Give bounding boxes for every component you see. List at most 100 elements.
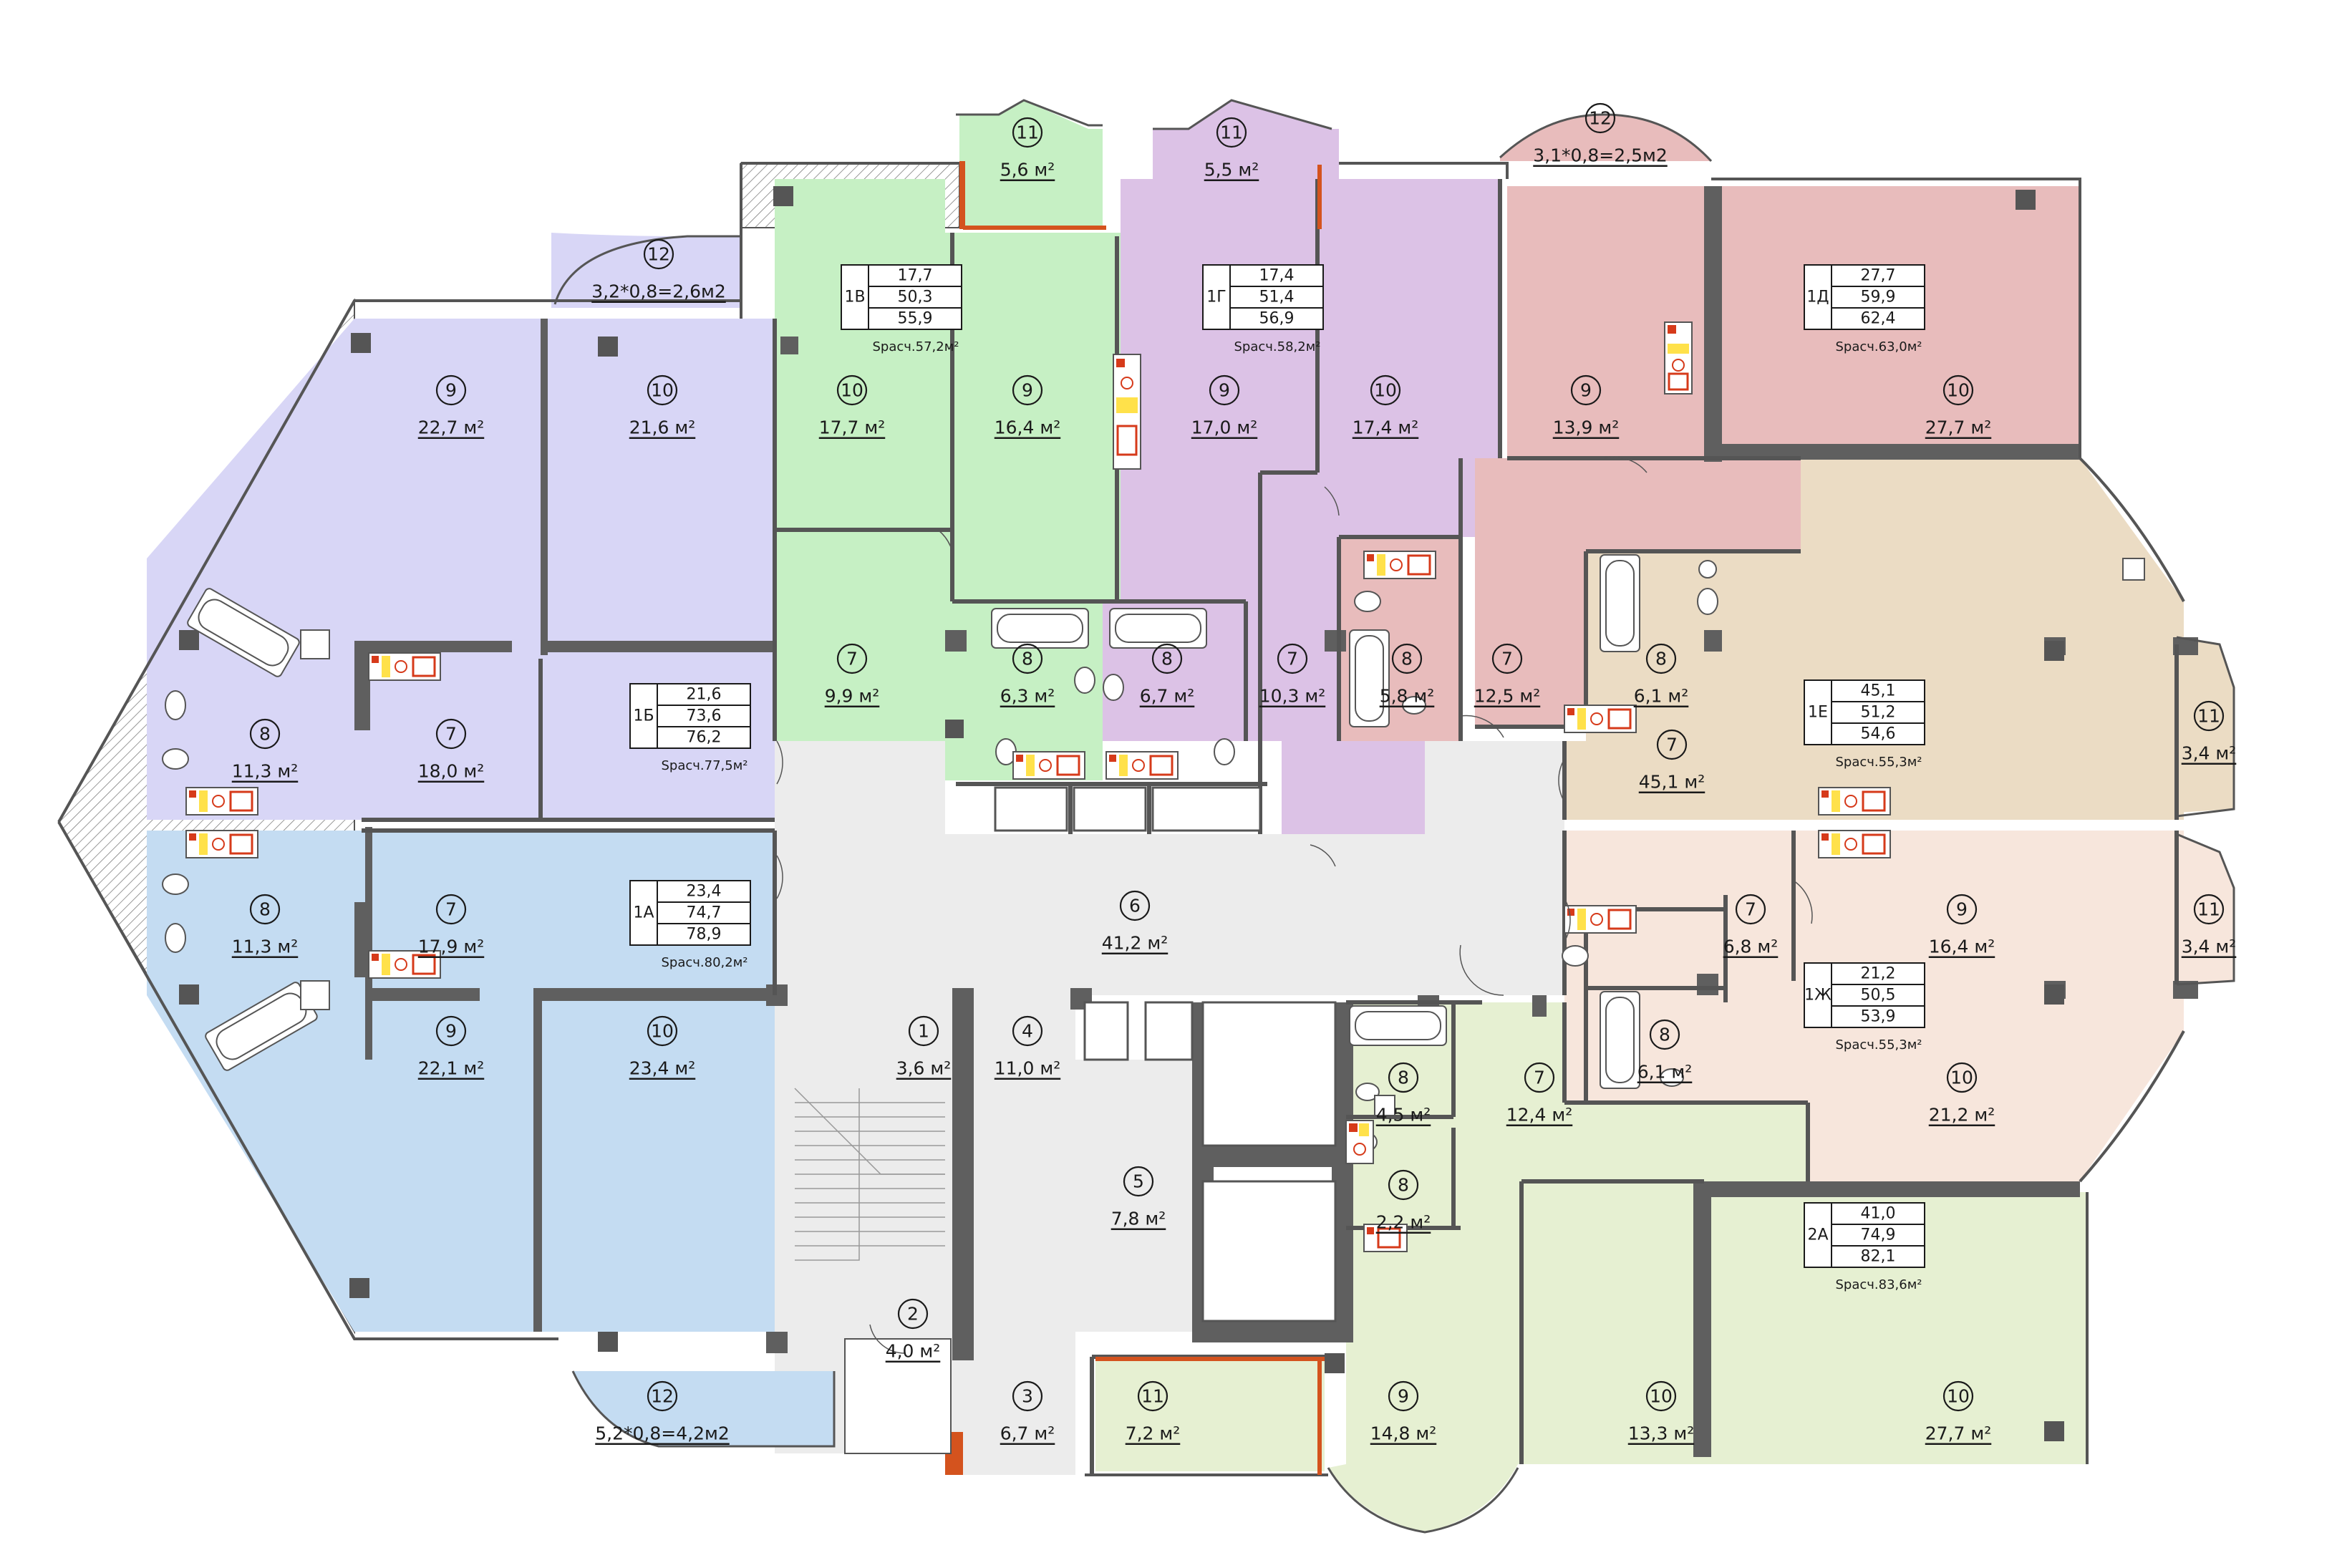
room-number-circle [435, 894, 467, 925]
room-area: 27,7 м² [1925, 417, 1992, 438]
room-number-circle [643, 238, 674, 270]
columns [179, 186, 2064, 1441]
outer-walls [57, 162, 2185, 1476]
room-area: 3,2*0,8=2,6м2 [591, 281, 726, 302]
apartment-area-value: 17,7 [898, 267, 933, 285]
room-number: 7 [1287, 649, 1298, 669]
apartment-id: 1Д [1806, 289, 1829, 306]
room-label: 811,3 м² [232, 894, 298, 957]
room-number-circle [1388, 1062, 1419, 1093]
apartment-area-value: 59,9 [1861, 289, 1896, 306]
room-number-circle [1209, 374, 1240, 406]
room-number: 1 [918, 1021, 929, 1042]
room-label: 86,1 м² [1637, 1019, 1693, 1083]
room-area: 13,9 м² [1553, 417, 1620, 438]
apartment-id: 1Б [633, 707, 654, 725]
room-number-circle [647, 1015, 678, 1047]
room-number: 8 [1401, 649, 1413, 669]
room-number: 10 [1650, 1386, 1673, 1407]
room-number: 4 [1022, 1021, 1033, 1042]
apartment-area-value: 51,2 [1861, 704, 1896, 722]
apartment-area-value: 62,4 [1861, 310, 1896, 328]
apartment-card-frame [1804, 962, 1925, 1028]
room-number-circle [1946, 894, 1978, 925]
room-label: 113,4 м² [2182, 700, 2237, 764]
room-label: 7 12,4 м² [1506, 1062, 1573, 1126]
apartment-area-value: 41,0 [1861, 1205, 1896, 1223]
room-number: 9 [1956, 899, 1968, 920]
room-area: 6,1 м² [1637, 1062, 1693, 1083]
room-area: 18,0 м² [418, 761, 485, 782]
room-number: 7 [1534, 1068, 1545, 1088]
room-number: 8 [259, 899, 271, 920]
room-area: 12,4 м² [1506, 1105, 1573, 1126]
room-label: 717,9 м² [418, 894, 484, 957]
room-number-circle [1137, 1380, 1168, 1412]
room-number: 7 [1666, 735, 1678, 755]
room-area: 3,4 м² [2182, 743, 2237, 764]
room-number-circle [647, 374, 678, 406]
room-number: 3 [1022, 1386, 1033, 1407]
apartment-area-value: 74,9 [1861, 1226, 1896, 1244]
room-label: 117,2 м² [1126, 1380, 1180, 1444]
apartment-area-value: 50,5 [1861, 987, 1896, 1005]
room-number: 10 [651, 1021, 674, 1042]
room-label: 710,3 м² [1259, 643, 1325, 707]
room-area: 3,4 м² [2182, 937, 2237, 957]
room-number: 8 [1022, 649, 1033, 669]
room-number-circle [1388, 1169, 1419, 1201]
room-area: 21,6 м² [629, 417, 696, 438]
room-area: 5,2*0,8=4,2м2 [595, 1423, 730, 1444]
room-number: 8 [1161, 649, 1173, 669]
room-number-circle [1388, 1380, 1419, 1412]
room-area: 22,7 м² [418, 417, 485, 438]
apartment-card-frame [1804, 679, 1925, 745]
apartment-calc-area: Sрасч.77,5м² [661, 758, 747, 773]
room-number: 8 [1655, 649, 1667, 669]
apartment-card-frame [841, 264, 962, 330]
apartment-area-value: 53,9 [1861, 1008, 1896, 1026]
room-area: 6,1 м² [1634, 686, 1689, 707]
room-label: 8 6,3 м² [1000, 643, 1055, 707]
room-number: 11 [1141, 1386, 1164, 1407]
room-area: 6,3 м² [1000, 686, 1055, 707]
room-label: 13,6 м² [896, 1015, 951, 1079]
room-number: 2 [907, 1304, 919, 1325]
room-label: 125,2*0,8=4,2м2 [595, 1380, 730, 1444]
apartment-area-value: 54,6 [1861, 725, 1896, 743]
room-area: 3,1*0,8=2,5м2 [1533, 145, 1668, 166]
apartment-cards: 1А23,474,778,9Sрасч.80,2м²1Б21,673,676,2… [629, 264, 1925, 1292]
room-number-circle [2193, 700, 2225, 732]
room-area: 5,8 м² [1380, 686, 1435, 707]
room-number-circle [1012, 117, 1043, 148]
room-label: 82,2 м² [1376, 1169, 1431, 1233]
room-number: 12 [647, 244, 670, 265]
ventilation-shafts [185, 321, 1891, 1252]
bathtub-1a [205, 982, 318, 1071]
room-number-circle [908, 1015, 939, 1047]
room-number: 6 [1129, 896, 1141, 916]
room-number: 12 [1589, 108, 1612, 129]
room-area: 17,7 м² [819, 417, 886, 438]
room-number-circle [1391, 643, 1423, 674]
bath-fixtures [162, 554, 2145, 1153]
apartment-area-value: 55,9 [898, 310, 933, 328]
room-area: 6,7 м² [1000, 1423, 1055, 1444]
room-number: 9 [1398, 1386, 1409, 1407]
apartment-calc-area: Sрасч.63,0м² [1835, 339, 1922, 354]
room-number-circle [836, 374, 868, 406]
room-number-circle [249, 894, 281, 925]
interior-walls [354, 186, 2198, 1457]
room-number-circle [1946, 1062, 1978, 1093]
room-number: 7 [846, 649, 858, 669]
room-label: 916,4 м² [995, 374, 1060, 438]
room-number-circle [1584, 102, 1616, 134]
room-number: 10 [841, 380, 863, 401]
